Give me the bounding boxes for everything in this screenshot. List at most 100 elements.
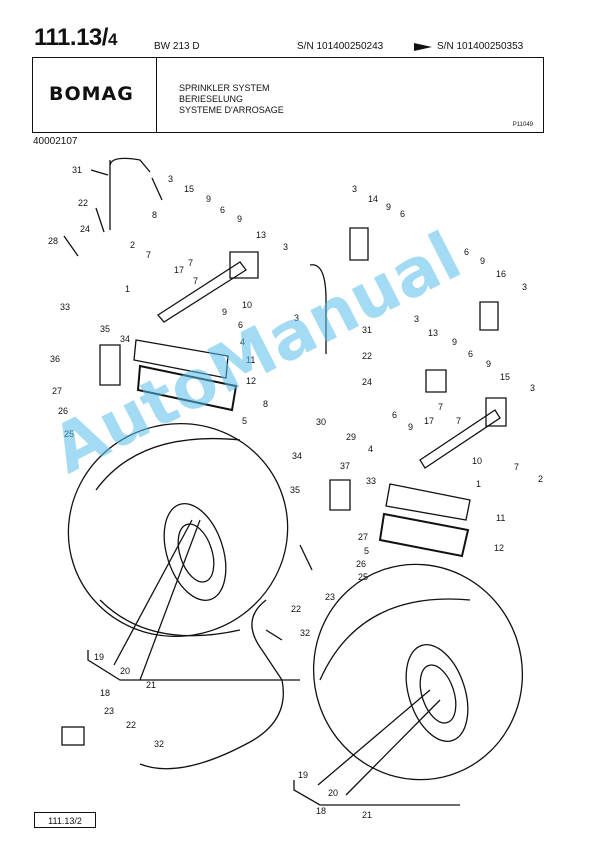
part-label: 3 [352,184,357,194]
part-label: 27 [358,532,368,542]
part-label: 17 [174,265,184,275]
part-label: 34 [120,334,130,344]
part-label: 3 [522,282,527,292]
part-label: 7 [438,402,443,412]
part-label: 15 [500,372,510,382]
part-label: 6 [464,247,469,257]
brand-logo: BOMAG [49,83,134,105]
part-label: 23 [325,592,335,602]
part-label: 6 [238,320,243,330]
title-en: SPRINKLER SYSTEM [179,83,270,93]
part-label: 34 [292,451,302,461]
part-label: 28 [48,236,58,246]
part-label: 13 [428,328,438,338]
part-label: 26 [58,406,68,416]
part-label: 2 [538,474,543,484]
part-label: 5 [364,546,369,556]
part-label: 3 [530,383,535,393]
document-number: 40002107 [33,136,78,147]
part-label: 19 [298,770,308,780]
part-label: 17 [424,416,434,426]
part-label: 7 [193,276,198,286]
part-label: 35 [290,485,300,495]
logo-cell: BOMAG [33,58,157,132]
part-label: 26 [356,559,366,569]
part-label: 29 [346,432,356,442]
title-fr: SYSTEME D'ARROSAGE [179,105,284,115]
part-label: 3 [283,242,288,252]
part-label: 1 [476,479,481,489]
part-label: 22 [78,198,88,208]
model-label: BW 213 D [154,41,200,52]
part-label: 9 [206,194,211,204]
part-label: 37 [340,461,350,471]
part-label: 21 [146,680,156,690]
part-label: 7 [146,250,151,260]
part-labels: 31 3 15 22 9 6 8 24 9 2 28 7 13 3 7 17 7… [48,165,543,820]
part-label: 7 [188,258,193,268]
part-label: 12 [494,543,504,553]
part-label: 3 [168,174,173,184]
picture-code: P11049 [512,122,533,128]
page-number: 111.13/4 [34,24,117,52]
part-label: 11 [496,513,505,523]
part-label: 31 [362,325,372,335]
part-label: 9 [408,422,413,432]
part-label: 8 [152,210,157,220]
part-label: 6 [220,205,225,215]
title-lines: SPRINKLER SYSTEM BERIESELUNG SYSTEME D'A… [179,83,284,116]
part-label: 20 [328,788,338,798]
part-label: 7 [514,462,519,472]
part-label: 33 [60,302,70,312]
part-label: 24 [362,377,372,387]
part-label: 18 [316,806,326,816]
part-label: 32 [300,628,310,638]
part-label: 21 [362,810,372,820]
part-label: 33 [366,476,376,486]
part-label: 27 [52,386,62,396]
part-label: 4 [368,444,373,454]
part-label: 2 [130,240,135,250]
reference-page-box: 111.13/2 [34,812,96,828]
page-number-main: 111.13/ [34,24,108,51]
part-label: 18 [100,688,110,698]
part-label: 30 [316,417,326,427]
part-label: 9 [222,307,227,317]
part-label: 9 [237,214,242,224]
part-label: 9 [480,256,485,266]
part-label: 22 [362,351,372,361]
part-label: 4 [240,337,245,347]
part-label: 22 [291,604,301,614]
part-label: 10 [242,300,252,310]
drawing-shapes [61,157,524,806]
part-label: 11 [246,355,255,365]
part-label: 7 [456,416,461,426]
part-label: 3 [294,313,299,323]
part-label: 12 [246,376,256,386]
part-label: 10 [472,456,482,466]
page-number-sub: 4 [107,30,117,49]
part-label: 16 [496,269,506,279]
part-label: 9 [452,337,457,347]
title-block: BOMAG SPRINKLER SYSTEM BERIESELUNG SYSTE… [32,57,544,133]
part-label: 8 [263,399,268,409]
part-label: 6 [392,410,397,420]
part-label: 35 [100,324,110,334]
part-label: 20 [120,666,130,676]
part-label: 25 [358,572,368,582]
part-label: 9 [386,202,391,212]
part-label: 24 [80,224,90,234]
part-label: 6 [400,209,405,219]
part-label: 25 [64,429,74,439]
part-label: 3 [414,314,419,324]
serial-from: S/N 101400250243 [297,41,384,52]
part-label: 9 [486,359,491,369]
part-label: 36 [50,354,60,364]
part-label: 6 [468,349,473,359]
part-label: 23 [104,706,114,716]
part-label: 22 [126,720,136,730]
part-label: 1 [125,284,130,294]
part-label: 5 [242,416,247,426]
serial-to: S/N 101400250353 [437,41,524,52]
